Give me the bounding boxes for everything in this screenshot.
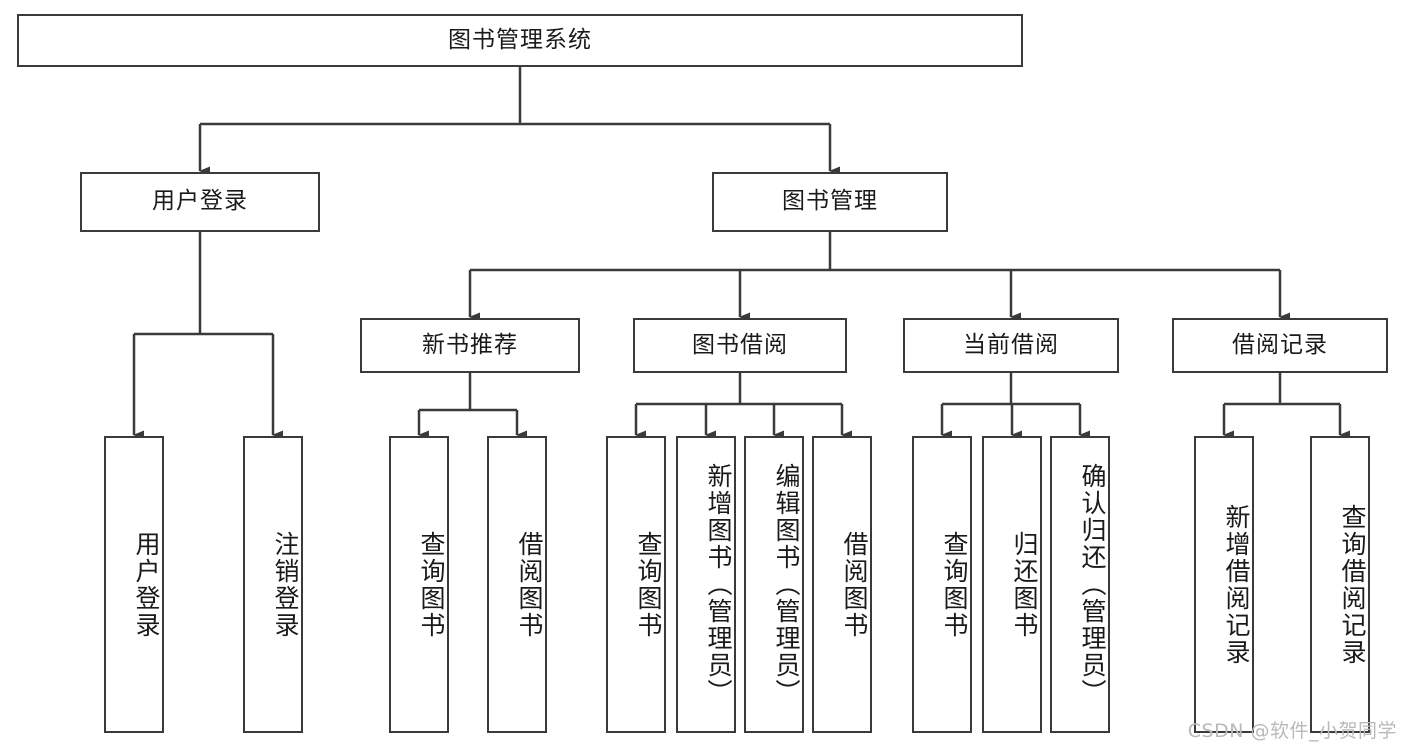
node-leaf-cur-3[interactable]: 确认归还（管理员） xyxy=(1050,436,1110,733)
node-leaf-login-2[interactable]: 注销登录 xyxy=(243,436,303,733)
node-leaf-cur-1[interactable]: 查询图书 xyxy=(912,436,972,733)
node-leaf-bor-2[interactable]: 新增图书（管理员） xyxy=(676,436,736,733)
node-label: 注销登录 xyxy=(271,530,300,639)
node-label: 借阅记录 xyxy=(1232,331,1328,358)
node-leaf-rec-2[interactable]: 查询借阅记录 xyxy=(1310,436,1370,733)
node-borrow[interactable]: 图书借阅 xyxy=(633,318,847,373)
node-current[interactable]: 当前借阅 xyxy=(903,318,1119,373)
node-label: 用户登录 xyxy=(152,188,248,215)
node-label: 图书管理系统 xyxy=(448,26,592,53)
node-label: 新书推荐 xyxy=(422,331,518,358)
node-bookmgmt[interactable]: 图书管理 xyxy=(712,172,948,232)
node-label: 查询借阅记录 xyxy=(1338,503,1367,666)
node-leaf-rec-1[interactable]: 新增借阅记录 xyxy=(1194,436,1254,733)
node-leaf-bor-4[interactable]: 借阅图书 xyxy=(812,436,872,733)
node-leaf-bor-1[interactable]: 查询图书 xyxy=(606,436,666,733)
node-label: 借阅图书 xyxy=(515,530,544,639)
node-leaf-cur-2[interactable]: 归还图书 xyxy=(982,436,1042,733)
node-leaf-bor-3[interactable]: 编辑图书（管理员） xyxy=(744,436,804,733)
node-label: 借阅图书 xyxy=(840,530,869,639)
node-leaf-new-1[interactable]: 查询图书 xyxy=(389,436,449,733)
node-label: 图书借阅 xyxy=(692,331,788,358)
node-label: 图书管理 xyxy=(782,188,878,215)
node-root[interactable]: 图书管理系统 xyxy=(17,14,1023,67)
node-label: 归还图书 xyxy=(1010,530,1039,639)
watermark-label: CSDN @软件_小贺同学 xyxy=(1187,720,1397,742)
node-login[interactable]: 用户登录 xyxy=(80,172,320,232)
node-label: 新增借阅记录 xyxy=(1222,503,1251,666)
node-label: 编辑图书（管理员） xyxy=(772,463,801,706)
node-label: 当前借阅 xyxy=(963,331,1059,358)
node-label: 查询图书 xyxy=(940,530,969,639)
node-label: 新增图书（管理员） xyxy=(704,463,733,706)
node-label: 用户登录 xyxy=(132,530,161,639)
node-label: 查询图书 xyxy=(634,530,663,639)
tree-edges xyxy=(132,67,1350,440)
node-records[interactable]: 借阅记录 xyxy=(1172,318,1388,373)
node-newbook[interactable]: 新书推荐 xyxy=(360,318,580,373)
node-leaf-login-1[interactable]: 用户登录 xyxy=(104,436,164,733)
node-label: 确认归还（管理员） xyxy=(1078,463,1107,706)
node-label: 查询图书 xyxy=(417,530,446,639)
node-leaf-new-2[interactable]: 借阅图书 xyxy=(487,436,547,733)
